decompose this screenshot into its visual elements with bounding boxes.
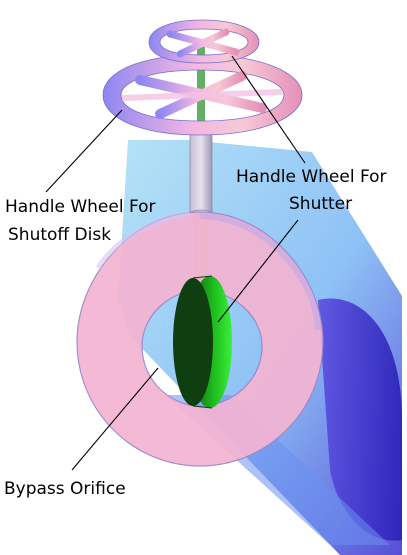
label-bypass-orifice: Bypass Orifice (4, 479, 126, 499)
shutoff-handle-wheel (102, 54, 303, 136)
shutoff-disk (76, 211, 324, 467)
leader-shutter-wheel (231, 55, 306, 164)
label-shutter-wheel-line2: Shutter (289, 194, 352, 214)
label-shutoff-wheel-line1: Handle Wheel For (5, 197, 156, 217)
leader-shutoff-wheel (45, 109, 123, 193)
label-shutter-wheel-line1: Handle Wheel For (236, 167, 387, 187)
shutter (173, 275, 232, 409)
leader-bypass (71, 367, 159, 471)
shutter-handle-wheel (148, 19, 260, 64)
leader-shutter (217, 219, 299, 323)
pipe (118, 140, 402, 555)
label-shutoff-wheel-line2: Shutoff Disk (8, 225, 111, 245)
